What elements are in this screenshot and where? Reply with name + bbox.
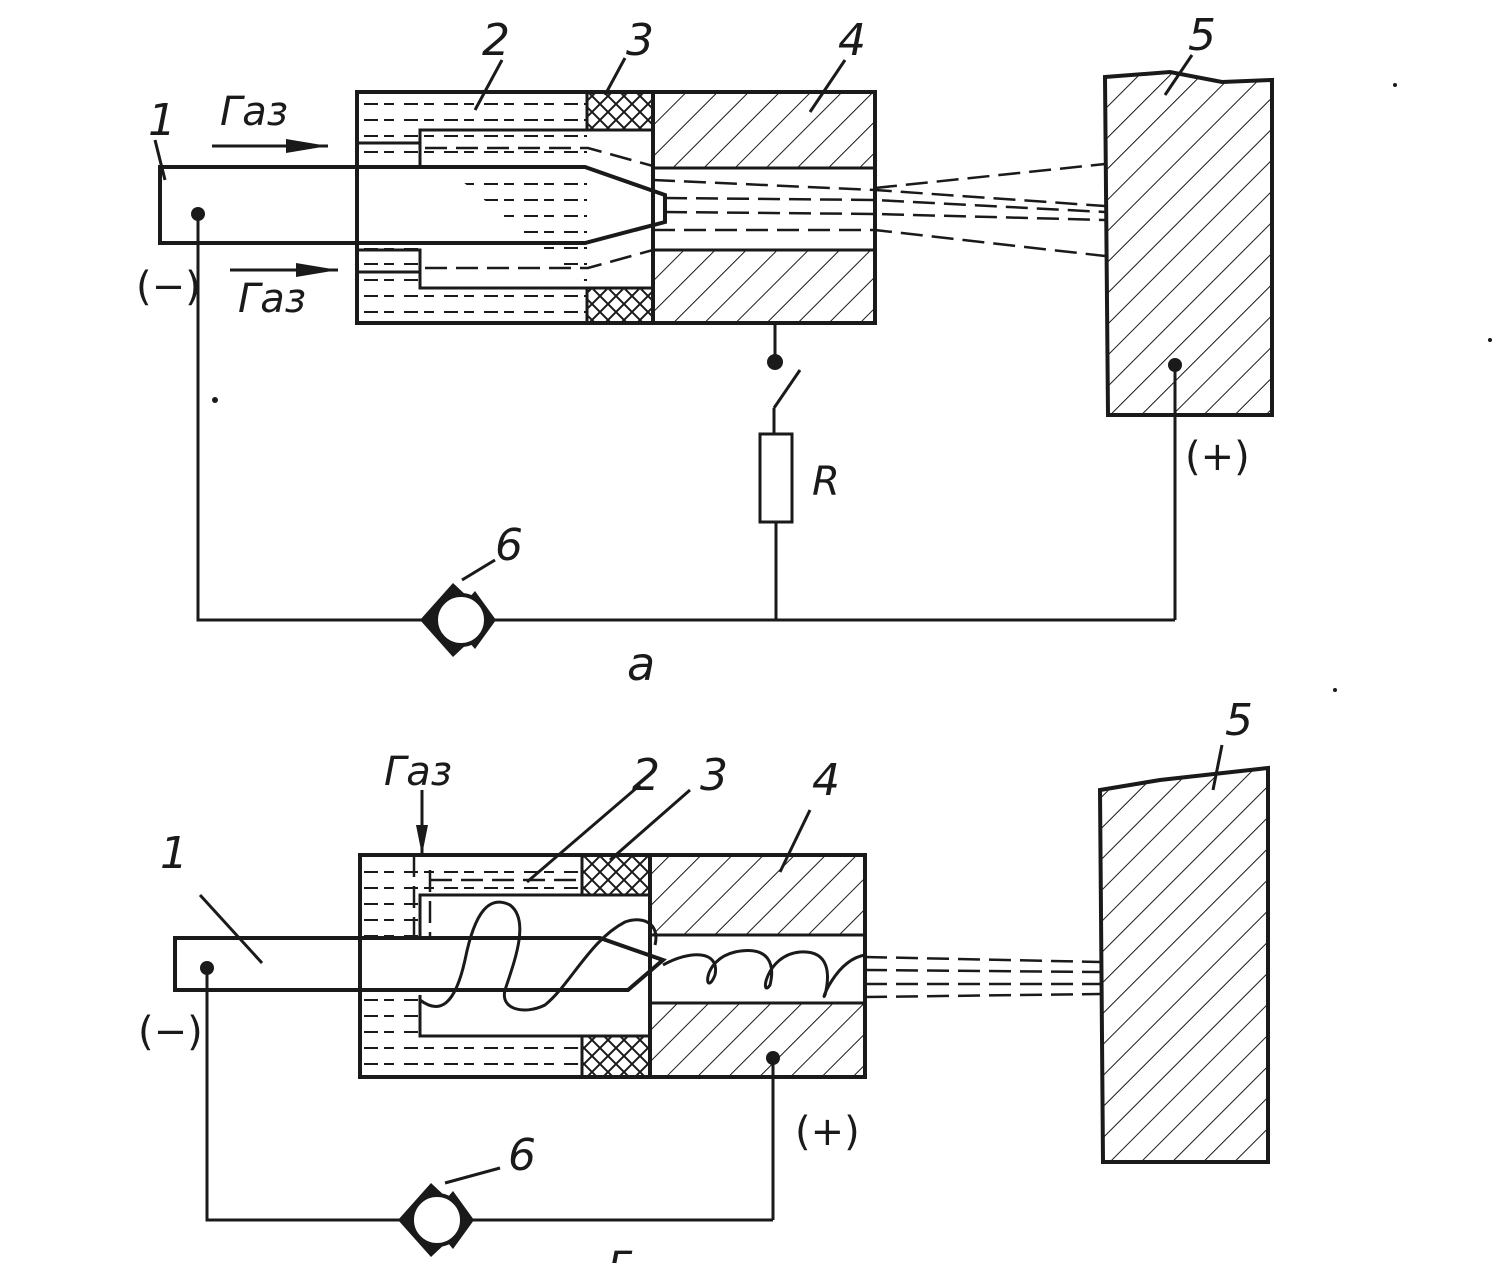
label-resistor: R <box>812 459 840 505</box>
label-source-a: 6 <box>495 520 523 571</box>
diagram-b: 1 2 3 4 5 6 Газ (−) (+) г <box>138 695 1270 1263</box>
electrode-b <box>173 936 667 992</box>
arc-spiral <box>662 949 866 998</box>
label-electrode-a: 1 <box>148 95 176 146</box>
label-workpiece-a: 5 <box>1188 10 1216 61</box>
label-gas-top: Газ <box>220 89 288 135</box>
switch-lever <box>772 369 802 409</box>
insulator-b-bottom <box>580 1034 652 1079</box>
electrode-a <box>158 165 667 245</box>
label-minus-a: (−) <box>136 264 201 310</box>
caption-a: a <box>627 637 655 691</box>
label-jacket-a: 2 <box>482 15 510 66</box>
caption-b: г <box>608 1233 633 1263</box>
nozzle-a-bottom <box>651 248 877 325</box>
workpiece-a <box>1102 69 1274 417</box>
power-source-a <box>420 583 496 657</box>
power-source-b <box>398 1183 474 1257</box>
label-plus-b: (+) <box>795 1109 860 1155</box>
label-electrode-b: 1 <box>160 828 188 879</box>
label-insulator-a: 3 <box>626 15 654 66</box>
label-minus-b: (−) <box>138 1009 203 1055</box>
gas-arrow-bottom <box>230 263 338 277</box>
label-plus-a: (+) <box>1185 434 1250 480</box>
gas-arrow-top <box>212 139 328 153</box>
insulator-a-bottom <box>585 286 655 325</box>
circuit-a <box>191 207 1182 622</box>
diagram-a: 1 2 3 4 5 6 Газ Газ (−) (+) R a <box>136 10 1274 691</box>
label-nozzle-a: 4 <box>838 15 866 66</box>
label-gas-bottom: Газ <box>238 276 306 322</box>
label-nozzle-b: 4 <box>812 755 840 806</box>
switch-contact <box>767 354 783 370</box>
workpiece-b <box>1097 765 1270 1164</box>
nozzle-a-top <box>651 90 877 170</box>
insulator-b-top <box>580 853 652 897</box>
label-source-b: 6 <box>508 1130 536 1181</box>
plasma-jet-b <box>864 955 1101 999</box>
plasma-jet-a <box>652 162 1106 258</box>
label-gas-b: Газ <box>384 749 452 795</box>
resistor-r <box>758 432 794 524</box>
circuit-b <box>200 961 780 1222</box>
label-insulator-b: 3 <box>700 750 728 801</box>
label-jacket-b: 2 <box>632 750 660 801</box>
cooling-jacket-b <box>358 790 867 1079</box>
swirl-flow <box>419 900 658 1012</box>
nozzle-b-bottom <box>648 1001 867 1079</box>
nozzle-b-top <box>648 853 867 937</box>
label-workpiece-b: 5 <box>1225 695 1253 746</box>
insulator-a-top <box>585 90 655 132</box>
